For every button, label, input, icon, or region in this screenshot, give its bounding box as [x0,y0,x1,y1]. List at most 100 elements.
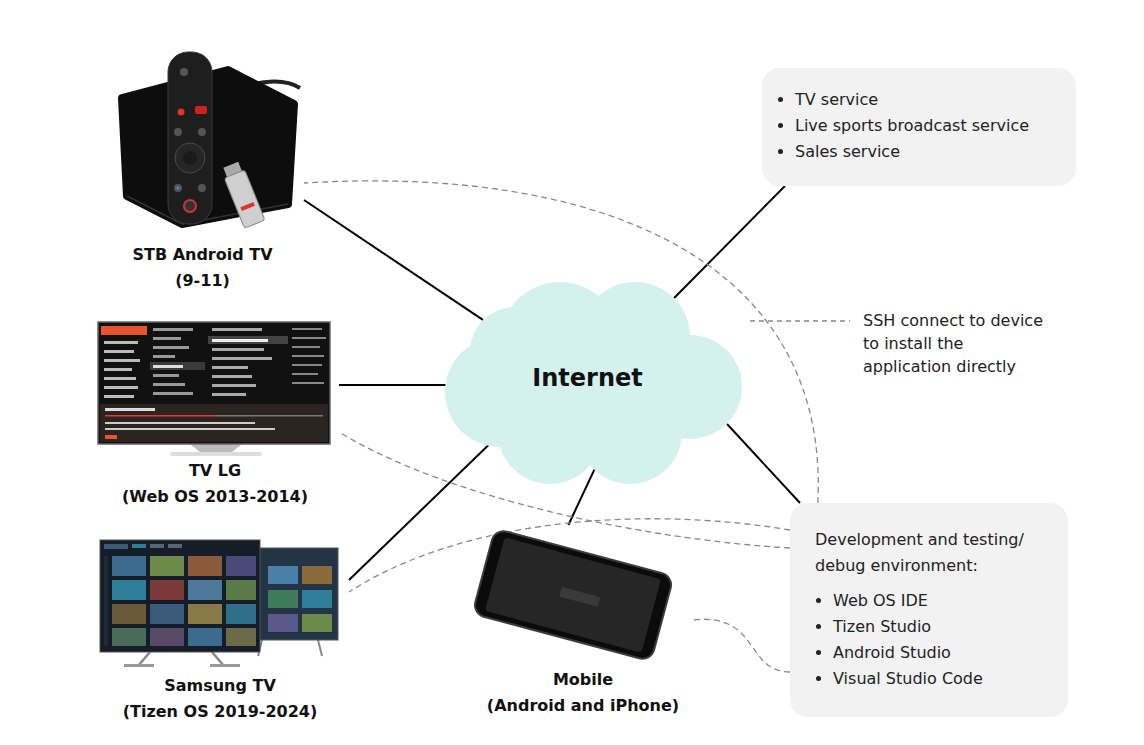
samsung-tv-illustration-part [258,640,322,656]
device-caption: (Tizen OS 2019-2024) [91,699,349,725]
lg-tv-illustration-part [153,392,193,395]
lg-tv-illustration-part [150,362,205,370]
set-top-box-illustration-part [178,109,185,116]
samsung-tv-illustration-part [124,664,154,667]
ssh-leader-line-part [750,320,850,321]
lg-tv-illustration-part [153,355,175,358]
lg-tv-illustration-part [105,415,215,417]
samsung-tv-illustration-part [112,556,146,576]
lg-tv-illustration-part [215,415,323,417]
lg-tv-illustration-part [153,328,193,331]
lg-tv-illustration-part [292,373,318,375]
device-caption: STB Android TV [101,242,304,268]
device-node: Samsung TV(Tizen OS 2019-2024) [91,535,349,725]
lg-tv-illustration-part [104,386,138,389]
samsung-tv-illustration-part [188,556,222,576]
set-top-box-illustration-part [177,187,180,190]
lg-tv-illustration-part [153,365,183,368]
samsung-tv-illustration-part [138,652,224,666]
samsung-tv-illustration-part [104,544,128,549]
environment-box: Development and testing/ debug environme… [790,503,1068,717]
device-node: STB Android TV(9-11) [101,45,304,294]
samsung-tv-illustration-part [150,580,184,600]
connector-line [727,424,800,503]
lg-tv-illustration-part [153,383,185,386]
service-box: TV serviceLive sports broadcast serviceS… [762,68,1076,186]
samsung-tv-illustration-part [188,580,222,600]
lg-tv-illustration-part [292,337,326,339]
lg-tv-illustration-part [170,452,262,456]
lg-tv-illustration-part [212,339,268,342]
samsung-tv-illustration [100,540,338,667]
samsung-tv-illustration-part [132,544,146,548]
lg-tv-illustration-part [292,355,324,357]
device-node: Mobile(Android and iPhone) [474,525,692,719]
dashed-connector [692,619,790,672]
lg-tv-illustration-part [104,341,138,344]
bullet-item: Visual Studio Code [833,666,1056,692]
samsung-tv-illustration-part [168,544,182,548]
device-caption: (Android and iPhone) [474,693,692,719]
lg-tv-illustration-part [104,377,136,380]
samsung-tv-illustration-part [150,628,184,646]
lg-tv-illustration-part [212,375,252,378]
connector-line [339,384,446,386]
set-top-box-illustration-part [168,52,212,224]
lg-tv-illustration-part [292,328,322,330]
lg-tv-illustration-part [98,322,330,444]
lg-tv-illustration-part [212,366,248,369]
bullet-item: Live sports broadcast service [795,113,1064,139]
box-heading: Development and testing/ debug environme… [815,527,1056,579]
bullet-list: Web OS IDETizen StudioAndroid StudioVisu… [815,588,1056,692]
lg-tv-illustration-part [212,384,256,387]
samsung-tv-illustration-part [100,540,260,652]
bullet-item: Sales service [795,139,1064,165]
set-top-box-illustration-part [175,143,205,173]
samsung-tv-illustration-part [226,604,256,624]
lg-tv-illustration-part [104,368,132,371]
lg-tv-illustration-part [153,374,179,377]
set-top-box-illustration [122,52,300,228]
lg-tv-illustration-part [208,336,288,344]
samsung-tv-illustration-part [104,556,108,646]
lg-tv-illustration-part [212,357,272,360]
set-top-box-illustration-part [180,68,188,76]
device-node: TV LG(Web OS 2013-2014) [91,318,339,510]
samsung-tv-illustration-part [112,628,146,646]
lg-tv-illustration-part [105,435,117,439]
lg-tv-illustration-part [100,404,328,442]
mobile-phone-illustration-part-part [472,529,673,662]
set-top-box-illustration-part [184,200,196,212]
set-top-box-illustration-part [195,106,207,114]
connector-line [674,186,785,298]
samsung-tv-illustration-part [268,590,298,608]
samsung-tv-illustration-part [112,580,146,600]
samsung-tv-illustration-part [226,580,256,600]
device-caption: Mobile [474,667,692,693]
annotation-label: SSH connect to device to install the app… [863,309,1043,378]
lg-tv-illustration-part [105,428,275,430]
bullet-item: Web OS IDE [833,588,1056,614]
lg-tv-illustration-part [292,346,320,348]
mobile-phone-illustration-part-part [485,537,661,652]
set-top-box-illustration-part [221,161,265,229]
samsung-tv-illustration-part [268,566,298,584]
samsung-tv-illustration-part [226,628,256,646]
device-caption: TV LG [91,458,339,484]
samsung-tv-illustration-part [302,590,332,608]
samsung-tv-illustration-part [302,614,332,632]
bullet-list: TV serviceLive sports broadcast serviceS… [778,87,1064,165]
samsung-tv-illustration-part [210,664,240,667]
lg-tv-illustration-part [104,395,134,398]
connector-line [349,444,490,580]
bullet-item: Android Studio [833,640,1056,666]
lg-tv-illustration-part [292,364,322,366]
set-top-box-illustration-part [198,128,206,136]
samsung-tv-illustration-part [302,566,332,584]
ssh-leader-line [750,321,850,322]
mobile-phone-illustration-part-part [559,587,600,607]
mobile-phone-illustration [472,529,673,662]
samsung-tv-illustration-part [150,604,184,624]
bullet-item: TV service [795,87,1064,113]
set-top-box-illustration-part [198,184,206,192]
